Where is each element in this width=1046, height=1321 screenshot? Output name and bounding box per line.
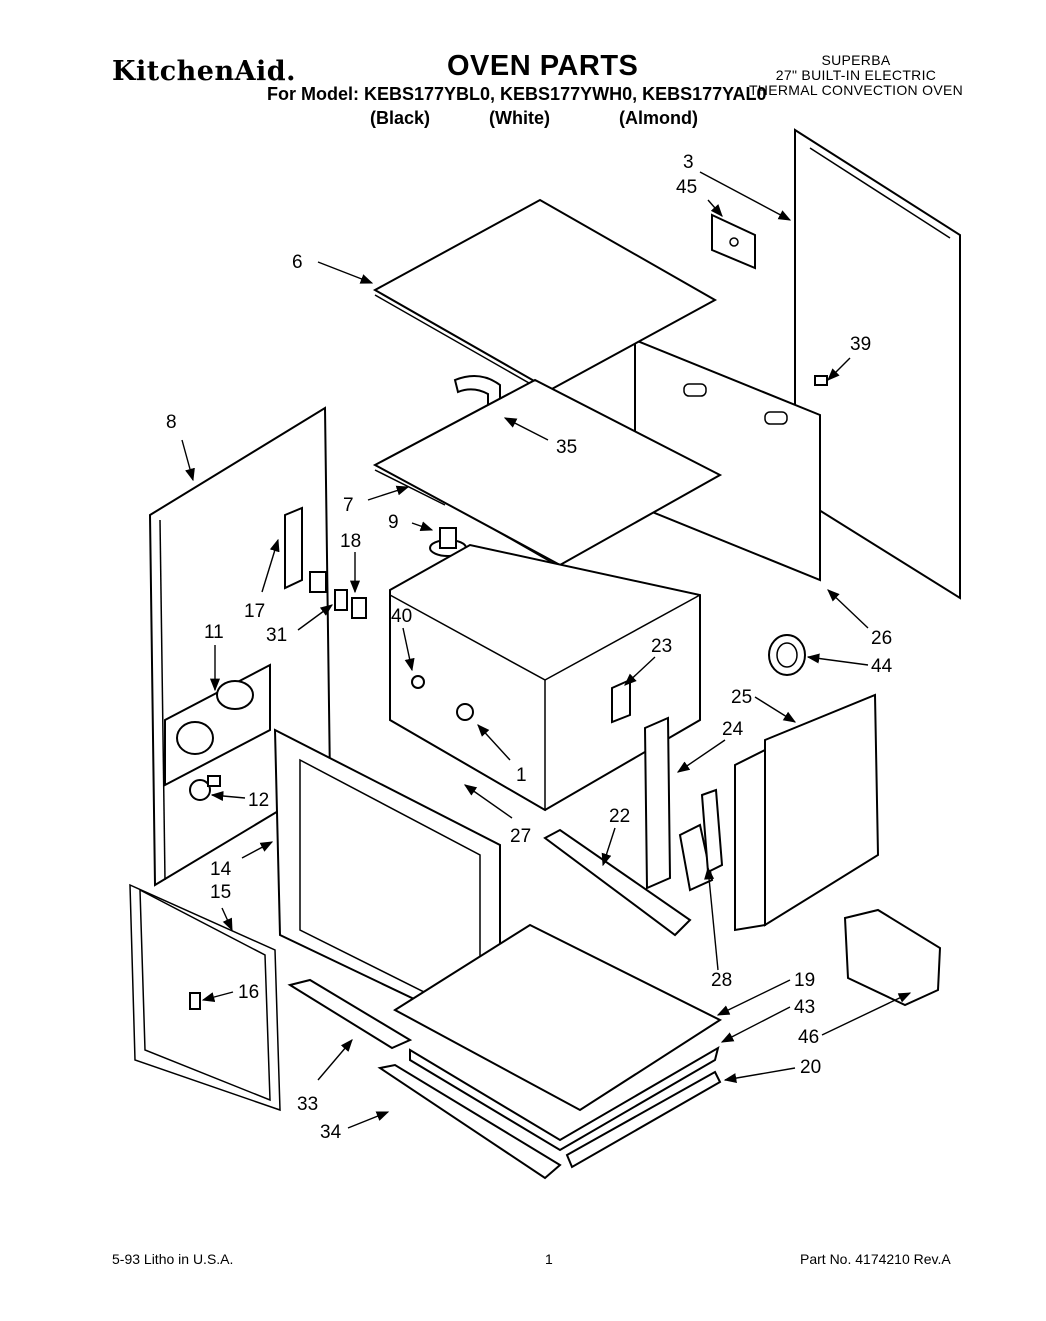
callout-14: 14 [210,859,232,880]
callout-44: 44 [871,656,893,677]
callout-46: 46 [798,1027,819,1048]
callout-20: 20 [800,1057,821,1078]
callout-33: 33 [297,1094,318,1115]
callout-28: 28 [711,970,732,991]
page-title: OVEN PARTS [447,50,639,82]
part-15-gasket-inner [139,888,271,1102]
callout-27: 27 [510,826,531,847]
callout-34: 34 [320,1122,342,1143]
callout-arrows [181,171,912,1129]
part-22-rail [543,828,692,937]
callout-18: 18 [340,531,361,552]
callout-24: 24 [722,719,744,740]
callout-11: 11 [204,622,224,643]
part-34-toe-kick [377,1063,562,1180]
callout-1: 1 [516,765,527,786]
part-16-clip [189,992,201,1010]
brand-logo: KitchenAid. [112,56,297,87]
footer-date-litho: 5-93 Litho in U.S.A. [112,1251,234,1267]
callout-3: 3 [683,152,694,173]
color-almond: (Almond) [619,108,698,128]
callout-40: 40 [391,606,412,627]
footer-page-number: 1 [545,1251,553,1267]
callout-labels: 3 45 6 39 35 8 7 9 18 17 31 11 40 23 26 … [166,152,893,1143]
color-black: (Black) [370,108,431,128]
callout-6: 6 [292,252,303,273]
callout-9: 9 [388,512,399,533]
callout-8: 8 [166,412,177,433]
callout-12: 12 [248,790,269,811]
part-18-switch-right [351,597,367,619]
callout-39: 39 [850,334,871,355]
part-17-bracket [284,506,303,590]
part-11-light-housing [164,663,271,787]
part-12-bulb [189,775,221,801]
part-19-bottom-panel [393,923,723,1112]
part-31-switch [334,589,348,611]
part-44-gasket [768,634,806,676]
callout-19: 19 [794,970,815,991]
callout-15: 15 [210,882,231,903]
part-27-oven-cavity [389,543,701,812]
color-white: (White) [489,108,550,128]
callout-31: 31 [266,625,287,646]
part-23-bracket [611,678,631,724]
callout-43: 43 [794,997,815,1018]
callout-23: 23 [651,636,672,657]
part-6-top-panel [372,198,718,396]
part-28-hinge-arm [700,788,724,874]
footer-part-number: Part No. 4174210 Rev.A [800,1251,951,1267]
description-line-1: SUPERBA [821,52,891,68]
part-24-rail [643,716,672,890]
callout-45: 45 [676,177,697,198]
part-43-strip [409,1045,720,1152]
description-line-2: 27" BUILT-IN ELECTRIC [775,67,937,83]
callout-16: 16 [238,982,259,1003]
part-3-rear-panel [794,128,961,600]
callout-35: 35 [556,437,577,458]
description-line-3: THERMAL CONVECTION OVEN [748,82,964,98]
part-7-oven-top [372,378,723,571]
callout-26: 26 [871,628,892,649]
callout-25: 25 [731,687,752,708]
model-line: For Model: KEBS177YBL0, KEBS177YWH0, KEB… [267,84,767,104]
part-18-switch-left [309,571,327,593]
part-28-hinge [678,823,714,892]
part-46-bracket [843,908,942,1007]
part-45-bracket [711,213,756,270]
callout-7: 7 [343,495,354,516]
callout-22: 22 [609,806,630,827]
part-33-vent [287,978,413,1050]
callout-17: 17 [244,601,265,622]
part-20-trim [565,1070,722,1169]
part-25-side-panel [734,693,880,932]
part-39-clip [814,375,828,386]
